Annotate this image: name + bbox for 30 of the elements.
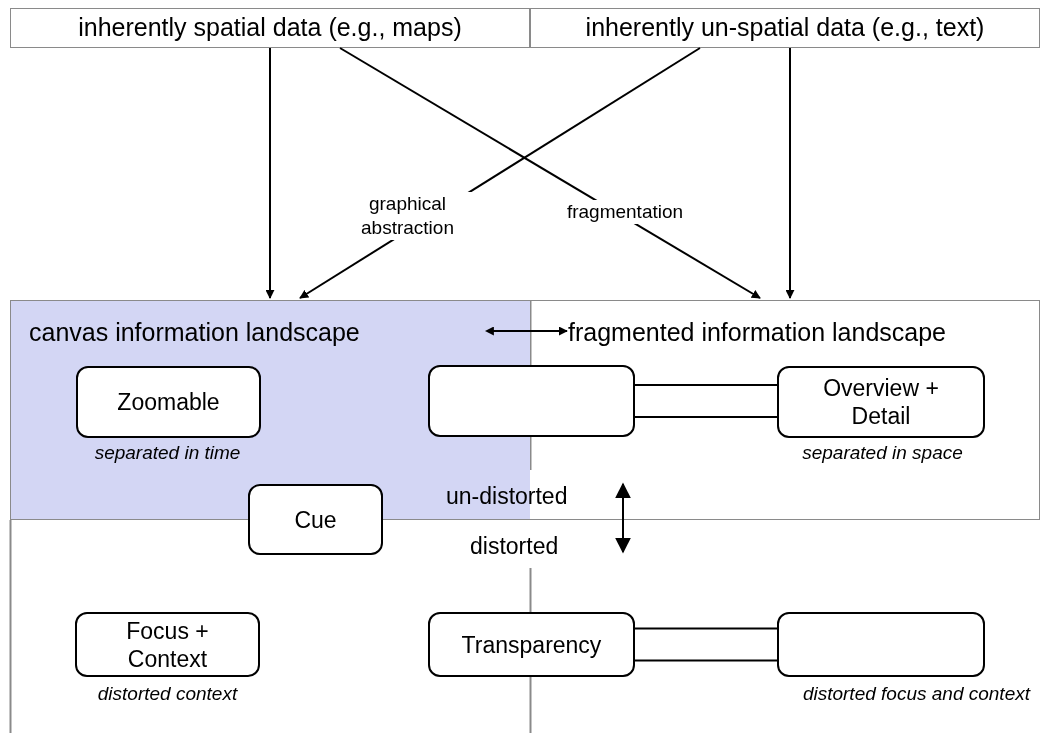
arrow <box>785 47 795 299</box>
technique-box <box>777 366 985 438</box>
technique-box <box>248 484 383 555</box>
empty-box <box>428 365 635 437</box>
technique-box <box>76 366 261 438</box>
connector-line <box>634 627 778 662</box>
axis-label: un-distorted <box>446 482 568 510</box>
data-label: inherently spatial data (e.g., maps) <box>77 12 463 44</box>
arrow <box>484 326 568 336</box>
technique-box <box>428 612 635 677</box>
technique-label: Overview + Detail <box>822 374 940 430</box>
node-caption: distorted context <box>96 682 239 706</box>
node-caption: distorted focus and context <box>801 682 1030 706</box>
axis-label: distorted <box>470 532 559 560</box>
landscape-heading: canvas information landscape <box>29 317 360 347</box>
technique-label: Transparency <box>460 630 603 659</box>
node-caption: separated in time <box>93 441 242 465</box>
arrow <box>339 47 761 299</box>
data-box <box>530 8 1040 48</box>
technique-label: Zoomable <box>116 388 221 416</box>
empty-box <box>777 612 985 677</box>
technique-label: Cue <box>293 505 338 534</box>
arrow <box>265 47 275 299</box>
technique-box <box>75 612 260 677</box>
connector-line <box>634 384 778 418</box>
data-box <box>10 8 530 48</box>
technique-label: Focus + Context <box>125 616 210 673</box>
data-label: inherently un-spatial data (e.g., text) <box>584 12 986 44</box>
node-caption: separated in space <box>801 441 964 465</box>
landscape-heading: fragmented information landscape <box>568 317 946 347</box>
